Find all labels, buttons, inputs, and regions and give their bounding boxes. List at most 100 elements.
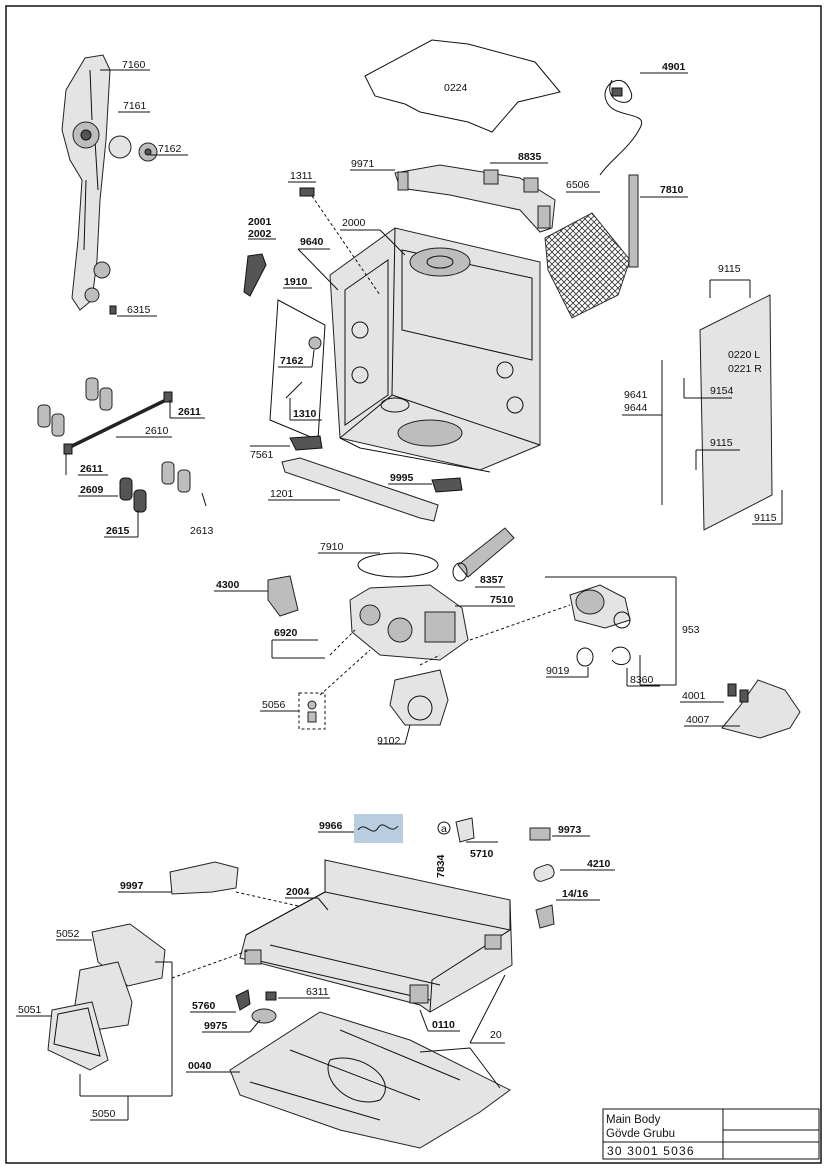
label-8357: 8357 [480, 574, 504, 586]
side-panel-drawing [699, 294, 773, 531]
label-8835: 8835 [518, 151, 542, 163]
cable-9966-drawing [357, 824, 399, 832]
label-5052: 5052 [56, 928, 80, 940]
control-module-drawing [47, 923, 166, 1071]
label-7510: 7510 [490, 594, 514, 606]
label-0220: 0220 L [728, 349, 760, 361]
base-frame-20-drawing [239, 859, 513, 1013]
label-0221: 0221 R [728, 363, 762, 375]
label-4210: 4210 [587, 858, 611, 870]
label-0040: 0040 [188, 1060, 212, 1072]
label-20: 20 [490, 1029, 502, 1041]
hinge-7561-drawing [289, 435, 323, 451]
label-4901: 4901 [662, 61, 686, 73]
label-6311: 6311 [306, 986, 329, 998]
label-7162-b: 7162 [280, 355, 304, 367]
part-6311-drawing [265, 991, 277, 1001]
label-7910: 7910 [320, 541, 344, 553]
label-5051: 5051 [18, 1004, 42, 1016]
label-2613: 2613 [190, 525, 214, 537]
label-4001: 4001 [682, 690, 706, 702]
label-7834: 7834 [435, 854, 447, 878]
label-9154: 9154 [710, 385, 734, 397]
tub-2000-drawing [329, 227, 541, 473]
drawing-border [5, 5, 822, 1164]
dashed-guide-9997 [235, 891, 326, 913]
label-1201: 1201 [270, 488, 294, 500]
label-4007: 4007 [686, 714, 710, 726]
label-2000: 2000 [342, 217, 366, 229]
label-9973: 9973 [558, 824, 582, 836]
label-9115-b: 9115 [710, 437, 733, 449]
part-1416-drawing [535, 904, 555, 929]
clip-1310-drawing [285, 381, 303, 399]
leader-lines-left-top [100, 69, 188, 317]
label-2002: 2002 [248, 228, 272, 240]
label-9966: 9966 [319, 820, 343, 832]
rod-7810-drawing [628, 174, 639, 268]
bracket-9997-drawing [169, 861, 239, 895]
part-9973-drawing [529, 827, 551, 841]
dashed-guide-9102 [419, 654, 441, 666]
label-1310: 1310 [293, 408, 317, 420]
label-1311: 1311 [290, 170, 313, 182]
label-9995: 9995 [390, 472, 414, 484]
label-7161: 7161 [123, 100, 147, 112]
label-7561: 7561 [250, 449, 274, 461]
label-7810: 7810 [660, 184, 684, 196]
label-9971: 9971 [351, 158, 375, 170]
top-frame-9971-drawing [394, 164, 556, 233]
label-2615: 2615 [106, 525, 130, 537]
label-9997: 9997 [120, 880, 144, 892]
label-7160: 7160 [122, 59, 146, 71]
sensor-5710-drawing [455, 817, 475, 843]
title-block-drawing-number: 30 3001 5036 [607, 1144, 695, 1158]
top-insulation-sheet-drawing [364, 39, 561, 133]
rod-assembly-2610-drawing [37, 377, 207, 513]
label-9975: 9975 [204, 1020, 228, 1032]
label-953: 953 [682, 624, 700, 636]
label-a: a [441, 823, 447, 835]
label-1910: 1910 [284, 276, 308, 288]
label-5056: 5056 [262, 699, 286, 711]
detail-box-5056 [298, 692, 326, 730]
label-2004: 2004 [286, 886, 310, 898]
spray-arm-pipe-drawing [61, 54, 158, 315]
part-9975-drawing [251, 1008, 277, 1024]
label-9102: 9102 [377, 735, 401, 747]
sump-7510-drawing [349, 584, 469, 661]
base-tray-0040-drawing [229, 1011, 511, 1149]
part-4300-drawing [267, 575, 299, 617]
label-7162-a: 7162 [158, 143, 182, 155]
label-9644: 9644 [624, 402, 648, 414]
pump-953-drawing [569, 584, 631, 629]
label-5710: 5710 [470, 848, 494, 860]
label-4300: 4300 [216, 579, 240, 591]
label-9115-c: 9115 [754, 512, 777, 524]
part-5760-drawing [235, 989, 251, 1011]
clip-1311-drawing [299, 187, 315, 197]
dashed-guide-6920 [329, 629, 356, 656]
base-strip-1201-drawing [281, 457, 439, 522]
label-9019: 9019 [546, 665, 570, 677]
label-6315: 6315 [127, 304, 151, 316]
dashed-guide-953 [469, 604, 571, 641]
tube-4210-drawing [533, 864, 555, 882]
label-2610: 2610 [145, 425, 169, 437]
label-0110: 0110 [432, 1019, 455, 1031]
dashed-guide-5056 [319, 649, 371, 696]
dashed-guide-5050 [171, 949, 251, 979]
label-2609: 2609 [80, 484, 104, 496]
label-0224: 0224 [444, 82, 468, 94]
title-block [602, 1108, 820, 1160]
label-8360: 8360 [630, 674, 654, 686]
label-6506: 6506 [566, 179, 590, 191]
label-9640: 9640 [300, 236, 324, 248]
hose-4901-drawing [599, 79, 643, 176]
dashed-guide-1311 [311, 195, 381, 296]
title-block-title-tr: Gövde Grubu [606, 1128, 675, 1140]
insulation-mesh-drawing [544, 212, 631, 319]
label-5760: 5760 [192, 1000, 216, 1012]
pump-9102-drawing [389, 669, 449, 726]
